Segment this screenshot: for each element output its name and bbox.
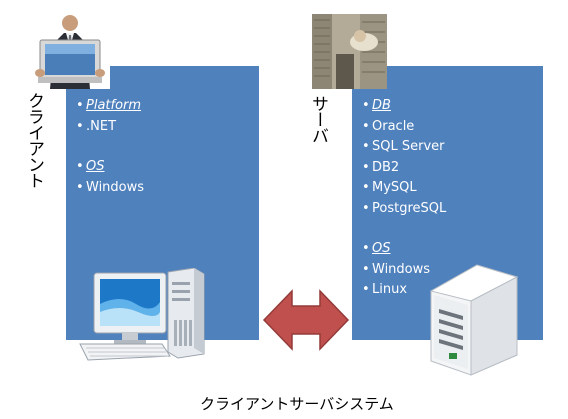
diagram-caption: クライアントサーバシステム [200, 395, 394, 413]
server-db-item: •PostgreSQL [362, 200, 447, 216]
client-os-heading-row: •OS [76, 159, 105, 174]
client-photo [30, 13, 110, 89]
server-os-item: •Linux [362, 282, 408, 297]
server-tower-icon [429, 264, 519, 376]
bidirectional-arrow [262, 289, 350, 351]
client-platform-item: •.NET [76, 118, 117, 134]
client-computer-icon [79, 268, 205, 361]
server-db-heading: DB [372, 98, 391, 113]
server-db-item: •SQL Server [362, 139, 445, 154]
server-label: サーバ [308, 95, 328, 143]
server-os-item: •Windows [362, 261, 431, 277]
client-platform-heading-row: •Platform [76, 98, 142, 113]
server-db-item-text: Oracle [372, 118, 415, 134]
server-os-heading: OS [372, 241, 391, 256]
server-db-item: •DB2 [362, 159, 400, 175]
server-os-heading-row: •OS [362, 241, 391, 256]
client-os-heading: OS [86, 159, 105, 174]
client-label: クライアント [24, 92, 44, 188]
server-db-item: •Oracle [362, 118, 415, 134]
client-panel-text: •Platform •.NET •OS •Windows [76, 96, 144, 198]
server-panel-text: •DB •Oracle •SQL Server •DB2 •MySQL •Pos… [362, 96, 446, 301]
server-db-item-text: DB2 [372, 159, 400, 175]
client-os-item-text: Windows [86, 179, 145, 195]
client-os-item: •Windows [76, 179, 145, 195]
server-db-item: •MySQL [362, 180, 417, 195]
client-platform-item-text: .NET [86, 118, 117, 134]
server-db-item-text: MySQL [372, 180, 417, 195]
server-os-item-text: Linux [372, 282, 408, 297]
server-os-item-text: Windows [372, 261, 431, 277]
server-db-item-text: PostgreSQL [372, 200, 447, 216]
server-db-heading-row: •DB [362, 98, 391, 113]
server-db-item-text: SQL Server [372, 139, 445, 154]
client-platform-heading: Platform [86, 98, 142, 113]
server-photo [312, 14, 387, 89]
